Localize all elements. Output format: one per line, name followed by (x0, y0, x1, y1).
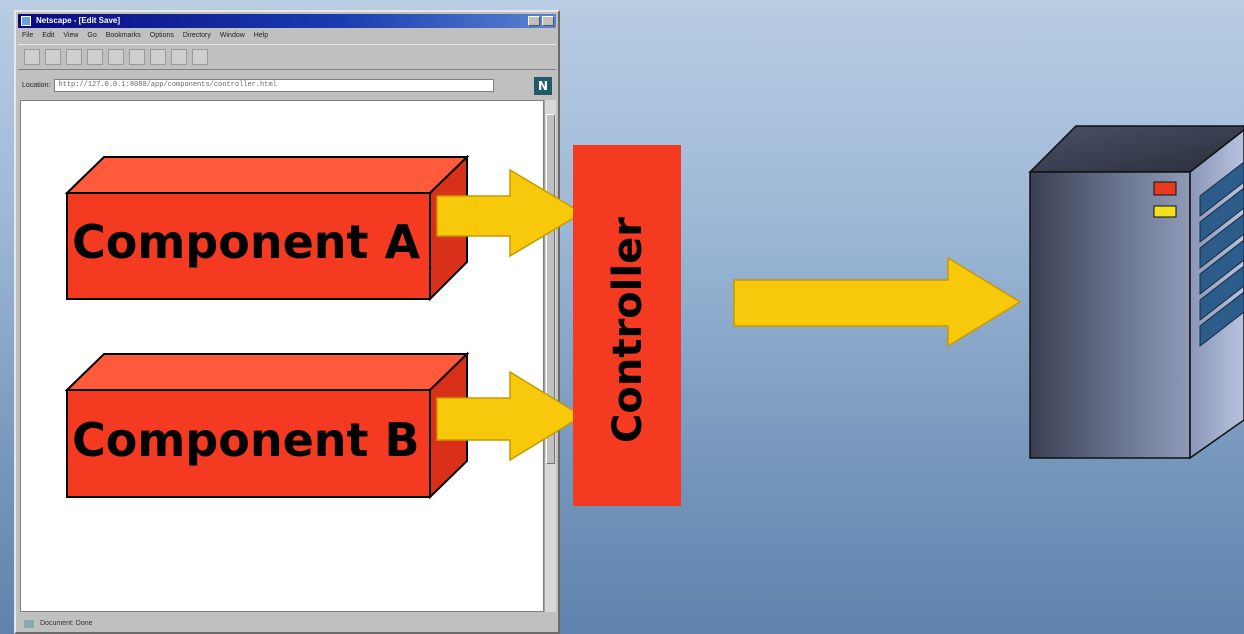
window-controls (528, 16, 554, 26)
minimize-button[interactable] (528, 16, 540, 26)
menu-file[interactable]: File (22, 32, 34, 39)
server-red-light (1153, 181, 1177, 196)
menu-view[interactable]: View (63, 32, 79, 39)
location-input[interactable]: http://127.0.0.1:8080/app/components/con… (54, 78, 495, 92)
component-b-front-face (66, 389, 431, 498)
back-button[interactable] (24, 49, 40, 65)
status-text: Document: Done (40, 620, 93, 627)
scrollbar-thumb[interactable] (546, 114, 555, 464)
security-key-icon (24, 620, 34, 628)
maximize-button[interactable] (542, 16, 554, 26)
images-button[interactable] (108, 49, 124, 65)
component-b-label: Component B (72, 413, 420, 467)
menu-edit[interactable]: Edit (42, 32, 55, 39)
print-button[interactable] (150, 49, 166, 65)
server-yellow-light (1153, 205, 1177, 218)
open-button[interactable] (129, 49, 145, 65)
server-icon (1028, 125, 1244, 460)
controller-box: Controller (573, 145, 681, 506)
controller-label: Controller (605, 217, 651, 443)
menu-go[interactable]: Go (87, 32, 97, 39)
stop-button[interactable] (192, 49, 208, 65)
menu-bookmarks[interactable]: Bookmarks (105, 32, 141, 39)
browser-title: Netscape - [Edit Save] (36, 16, 121, 25)
status-bar: Document: Done (18, 616, 556, 632)
netscape-window-icon (21, 16, 31, 26)
location-label: Location: (22, 81, 51, 89)
component-b-box: Component B (64, 351, 470, 500)
controller-rect (573, 145, 681, 506)
reload-button[interactable] (87, 49, 103, 65)
menu-bar: File Edit View Go Bookmarks Options Dire… (18, 30, 556, 42)
server-drive-bay (1199, 265, 1244, 322)
menu-window[interactable]: Window (219, 32, 245, 39)
browser-toolbar (18, 44, 556, 70)
component-a-top-face (64, 156, 470, 194)
component-a-box: Component A (64, 154, 470, 302)
server-drive-bay (1199, 161, 1244, 218)
home-button[interactable] (66, 49, 82, 65)
server-drive-bay (1199, 239, 1244, 296)
arrow-b-to-controller (436, 370, 584, 462)
menu-directory[interactable]: Directory (182, 32, 211, 39)
netscape-logo-icon: N (534, 77, 552, 95)
location-bar: Location: http://127.0.0.1:8080/app/comp… (18, 74, 556, 96)
server-drive-bay (1199, 291, 1244, 348)
find-button[interactable] (171, 49, 187, 65)
arrow-controller-to-server (733, 256, 1022, 348)
menu-help[interactable]: Help (253, 32, 269, 39)
server-front-face (1029, 171, 1191, 459)
forward-button[interactable] (45, 49, 61, 65)
arrow-a-to-controller (436, 168, 584, 258)
component-a-label: Component A (72, 215, 421, 269)
browser-title-bar[interactable]: Netscape - [Edit Save] (18, 14, 556, 28)
component-a-front-face (66, 192, 431, 300)
component-b-top-face (64, 353, 470, 391)
menu-options[interactable]: Options (149, 32, 174, 39)
server-drive-bay (1199, 187, 1244, 244)
server-drive-bay (1199, 213, 1244, 270)
